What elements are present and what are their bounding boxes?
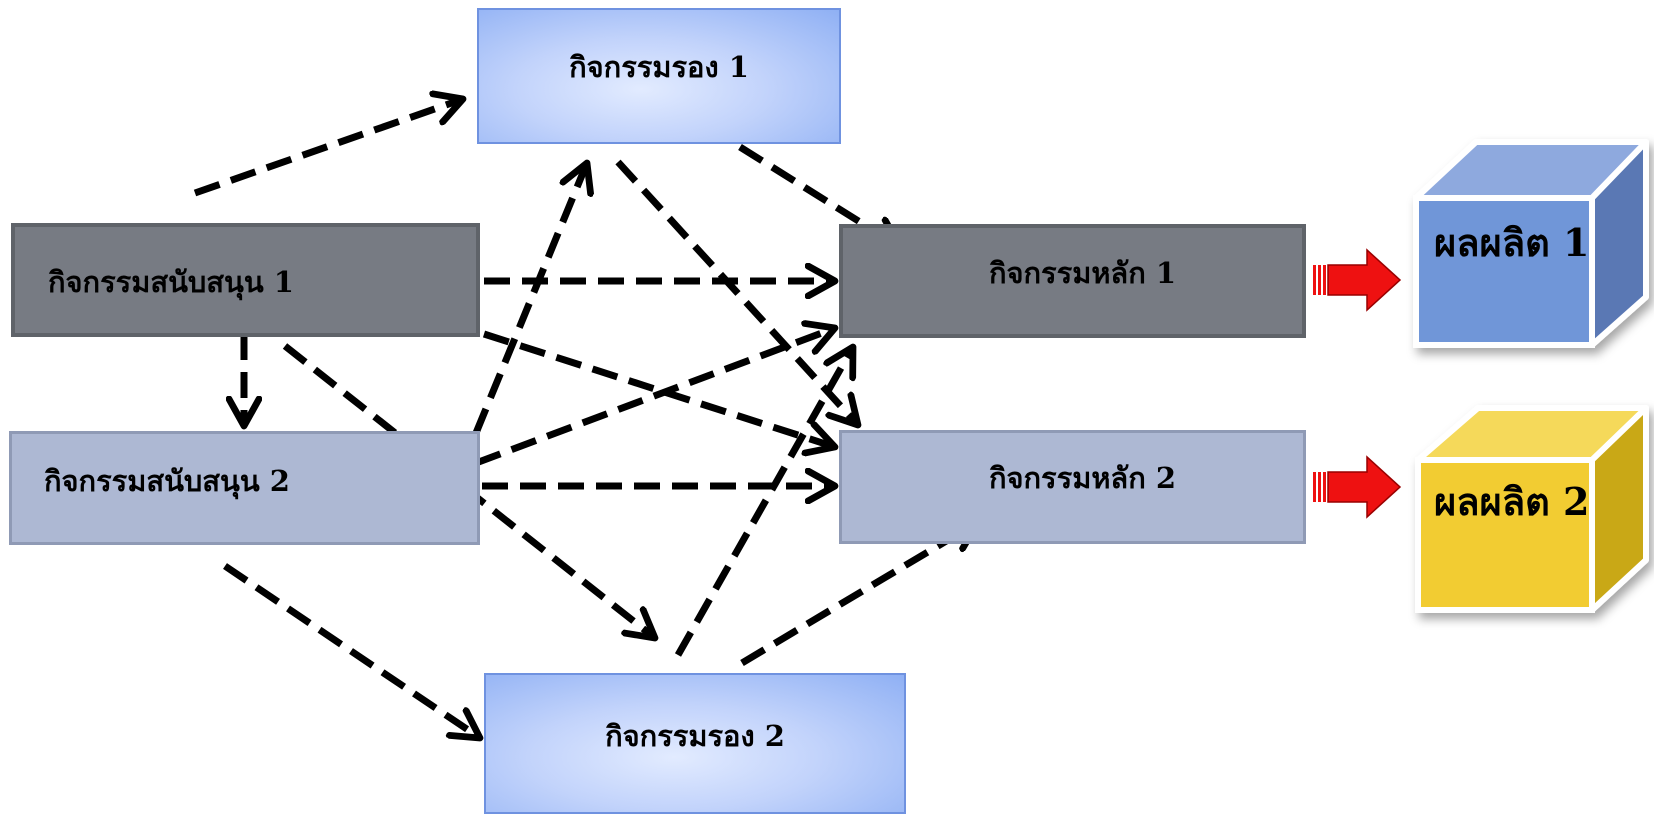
sub-activity-2-box: กิจกรรมรอง 2 [484,673,906,814]
product-1-label: ผลผลิต 1 [1434,220,1589,265]
product-2-cube [1415,405,1649,613]
arrow-sup2-to-main1 [474,328,835,467]
support-activity-2-label: กิจกรรมสนับสนุน 2 [44,464,290,498]
output-arrow-1 [1313,248,1402,312]
support-activity-1-label: กิจกรรมสนับสนุน 1 [48,265,294,299]
sub-activity-2-label: กิจกรรมรอง 2 [605,719,785,753]
arrow-sup2-to-sub1 [472,163,587,435]
sub-activity-1-label: กิจกรรมรอง 1 [569,50,749,84]
output-arrow-2 [1313,455,1402,519]
product-1-cube [1413,139,1649,348]
product-2-label: ผลผลิต 2 [1434,479,1589,524]
arrow-sub2-to-main1 [674,347,853,657]
arrow-sup1-to-main2 [482,330,835,447]
arrow-sub1-to-main2 [615,159,858,425]
main-activity-2-label: กิจกรรมหลัก 2 [988,461,1177,495]
support-activity-2-box: กิจกรรมสนับสนุน 2 [9,431,480,545]
arrow-sup2-to-sub2 [223,563,480,738]
arrow-sub2-to-main2 [740,522,978,667]
main-activity-2-box: กิจกรรมหลัก 2 [839,430,1306,544]
main-activity-1-box: กิจกรรมหลัก 1 [839,224,1306,338]
arrow-start-to-sub1 [193,99,463,197]
main-activity-1-label: กิจกรรมหลัก 1 [988,256,1177,290]
support-activity-1-box: กิจกรรมสนับสนุน 1 [11,223,480,337]
sub-activity-1-box: กิจกรรมรอง 1 [477,8,841,144]
